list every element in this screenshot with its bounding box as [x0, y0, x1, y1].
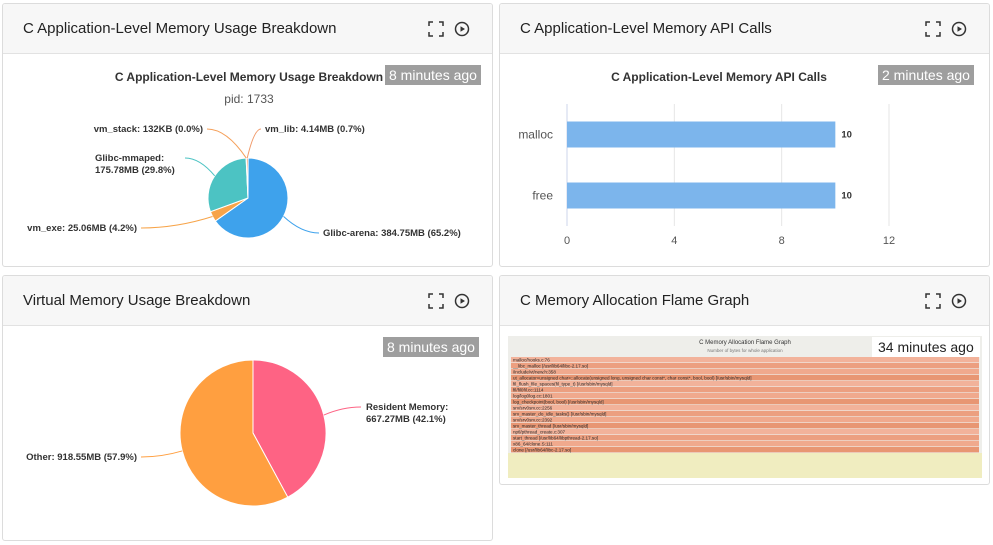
pie-slice[interactable]	[252, 359, 327, 498]
flame-frame-label: srv_master_do_idle_tasks() [/usr/sbin/my…	[513, 412, 606, 417]
flame-footer	[508, 453, 982, 478]
flame-frame[interactable]	[511, 429, 979, 435]
flame-frame-label: __libc_malloc [/usr/lib64/libc-2.17.so]	[512, 364, 588, 369]
flame-frame-label: ut_allocator<unsigned char>::allocate(un…	[513, 376, 752, 381]
panel-title: C Application-Level Memory Usage Breakdo…	[23, 20, 337, 37]
flame-frame[interactable]	[511, 381, 979, 387]
slice-label: Resident Memory:667.27MB (42.1%)	[366, 402, 448, 425]
play-circle-icon[interactable]	[951, 293, 967, 309]
panel-app-memory-breakdown: C Application-Level Memory Usage Breakdo…	[2, 3, 493, 267]
panel-title: C Memory Allocation Flame Graph	[520, 292, 750, 309]
flame-frame[interactable]	[511, 393, 979, 399]
y-category-label: malloc	[518, 128, 553, 142]
connector-line	[184, 157, 216, 177]
bar[interactable]	[567, 182, 836, 209]
flame-frame[interactable]	[511, 423, 979, 429]
slice-label: Glibc-mmaped:175.78MB (29.8%)	[95, 153, 175, 176]
x-tick-label: 4	[671, 235, 677, 247]
flame-frame-label: x86_64/clone.S:111	[513, 442, 553, 447]
y-category-label: free	[532, 189, 553, 203]
panel-virtual-memory-breakdown: Virtual Memory Usage Breakdown Resident …	[2, 275, 493, 541]
flame-frame[interactable]	[511, 399, 979, 405]
pie-chart-virtual-memory: Resident Memory:667.27MB (42.1%) Other: 9…	[26, 359, 448, 507]
flame-frame[interactable]	[511, 375, 979, 381]
chart-subtitle: pid: 1733	[224, 92, 274, 106]
slice-label: vm_lib: 4.14MB (0.7%)	[265, 124, 365, 135]
flame-frame-label: malloc/hooks.c:76	[513, 358, 550, 363]
flame-frame[interactable]	[511, 405, 979, 411]
chart-title: C Application-Level Memory Usage Breakdo…	[115, 70, 383, 84]
flame-frame-label: log/log0log.cc:1801	[513, 394, 553, 399]
panel-title: C Application-Level Memory API Calls	[520, 20, 772, 37]
panel-title: Virtual Memory Usage Breakdown	[23, 292, 251, 309]
pie-slice[interactable]	[214, 157, 289, 239]
connector-line	[246, 128, 262, 159]
flame-frame-label: start_thread [/usr/lib64/libpthread-2.17…	[513, 436, 598, 441]
play-circle-icon[interactable]	[454, 293, 470, 309]
fullscreen-icon[interactable]	[925, 293, 941, 309]
timestamp-badge: 2 minutes ago	[878, 65, 974, 85]
fullscreen-icon[interactable]	[925, 21, 941, 37]
slice-label: Other: 918.55MB (57.9%)	[26, 452, 137, 463]
x-tick-label: 0	[564, 235, 570, 247]
timestamp-badge: 8 minutes ago	[383, 337, 479, 357]
connector-line	[140, 450, 183, 458]
flame-frame-label: fil/fil0fil.cc:1114	[513, 388, 544, 393]
flame-frame-label: /include/vt/new.h:358	[513, 370, 556, 375]
bar-chart-api-calls: C Application-Level Memory API Calls 0 4 8 1…	[518, 70, 895, 247]
x-tick-label: 8	[779, 235, 785, 247]
flame-frame-label: log_checkpoint(bool, bool) [/usr/sbin/my…	[513, 400, 604, 405]
slice-label: vm_stack: 132KB (0.0%)	[94, 124, 203, 135]
bar-data-label: 10	[841, 191, 852, 202]
play-circle-icon[interactable]	[454, 21, 470, 37]
connector-line	[323, 406, 362, 416]
flame-frame[interactable]	[511, 417, 979, 423]
connector-line	[206, 128, 247, 159]
play-circle-icon[interactable]	[951, 21, 967, 37]
slice-label: vm_exe: 25.06MB (4.2%)	[27, 223, 137, 234]
flame-frame[interactable]	[511, 369, 979, 375]
flame-subtitle: Number of bytes for whole application	[707, 348, 783, 353]
flame-frame-label: srv/srv0srv.cc:2256	[513, 406, 553, 411]
flame-frame-label: srv_master_thread [/usr/sbin/mysqld]	[513, 424, 588, 429]
connector-line	[140, 216, 213, 229]
connector-line	[283, 216, 320, 234]
timestamp-badge: 34 minutes ago	[872, 337, 980, 357]
flame-frame[interactable]	[511, 441, 979, 447]
fullscreen-icon[interactable]	[428, 293, 444, 309]
flame-frame[interactable]	[511, 447, 979, 453]
bar-data-label: 10	[841, 130, 852, 141]
fullscreen-icon[interactable]	[428, 21, 444, 37]
flame-frame[interactable]	[511, 363, 979, 369]
flame-frame[interactable]	[511, 387, 979, 393]
panel-memory-api-calls: C Application-Level Memory API Calls C A…	[499, 3, 990, 267]
flame-frame-label: fil_flush_file_spaces(fil_type_t) [/usr/…	[513, 382, 613, 387]
flame-frame[interactable]	[511, 411, 979, 417]
flame-frame-label: srv/srv0srv.cc:2392	[513, 418, 553, 423]
panel-header: C Application-Level Memory API Calls	[500, 4, 989, 54]
slice-label: Glibc-arena: 384.75MB (65.2%)	[323, 228, 461, 239]
bar[interactable]	[567, 121, 836, 148]
pie-slice[interactable]	[207, 157, 249, 213]
panel-flame-graph: C Memory Allocation Flame Graph C Memory…	[499, 275, 990, 485]
timestamp-badge: 8 minutes ago	[385, 65, 481, 85]
panel-header: Virtual Memory Usage Breakdown	[3, 276, 492, 326]
x-tick-label: 12	[883, 235, 895, 247]
flame-frame-label: clone [/usr/lib64/libc-2.17.so]	[513, 448, 571, 453]
chart-title: C Application-Level Memory API Calls	[611, 70, 827, 84]
flame-frame[interactable]	[511, 357, 979, 363]
flame-frame-label: nptl/pthread_create.c:307	[513, 430, 566, 435]
panel-header: C Memory Allocation Flame Graph	[500, 276, 989, 326]
panel-header: C Application-Level Memory Usage Breakdo…	[3, 4, 492, 54]
pie-chart-app-memory: C Application-Level Memory Usage Breakdo…	[27, 70, 461, 239]
flame-frame[interactable]	[511, 435, 979, 441]
flame-title: C Memory Allocation Flame Graph	[699, 340, 791, 346]
